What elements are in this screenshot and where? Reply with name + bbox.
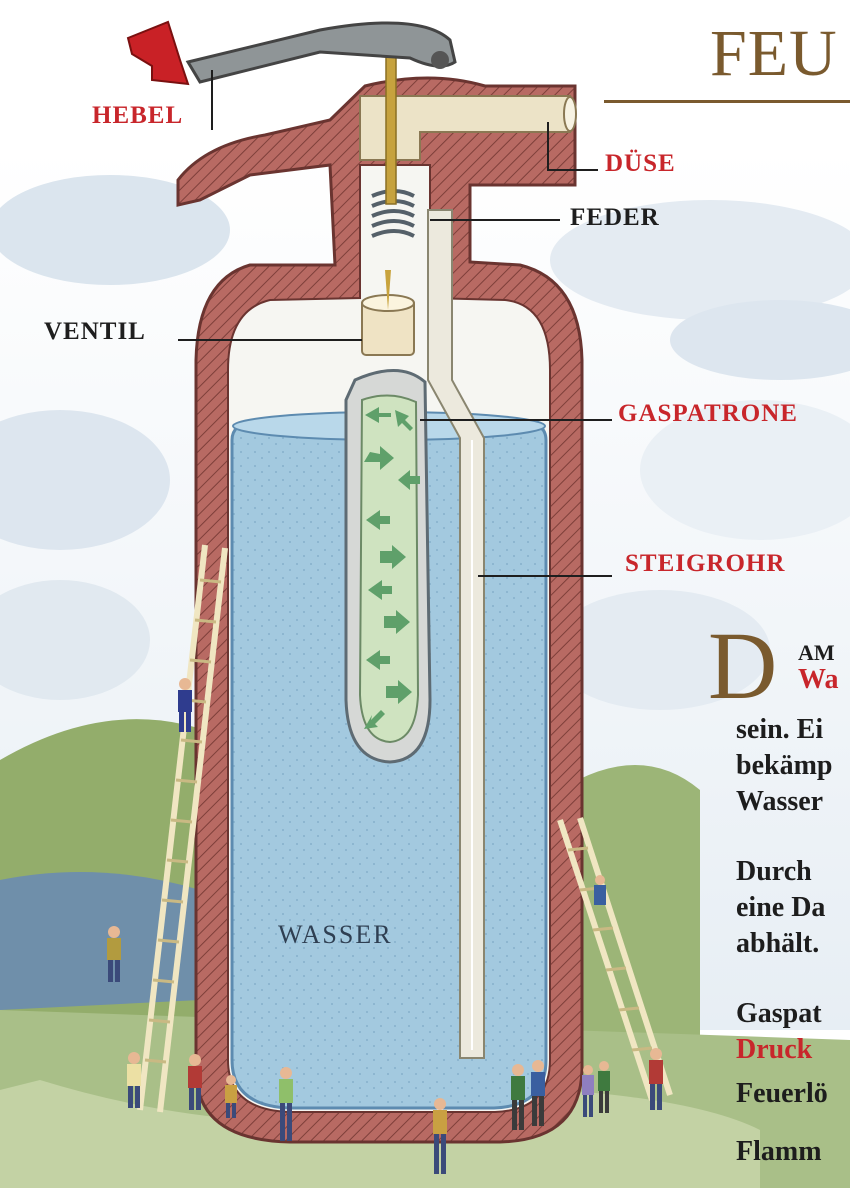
label-ventil: VENTIL [44,318,146,346]
text-line: abhält. [736,928,819,960]
text-line: Wasser [736,786,823,818]
label-hebel: HEBEL [92,102,183,130]
lever [188,23,455,82]
red-arrow-icon [128,22,188,84]
page-title: FEU [710,16,838,92]
text-line: Feuerlö [736,1078,828,1110]
label-gaspatrone: GASPATRONE [618,400,798,428]
drop-cap: D [708,618,777,714]
text-line: Durch [736,856,812,888]
text-line: bekämp [736,750,832,782]
label-feder: FEDER [570,204,660,232]
text-line: Gaspat [736,998,822,1030]
label-steigrohr: STEIGROHR [625,550,785,578]
rod [386,54,396,204]
text-line: Flamm [736,1136,822,1168]
text-line: eine Da [736,892,825,924]
text-line: sein. Ei [736,714,823,746]
label-duese: DÜSE [605,150,676,178]
gas-cartridge [346,370,430,762]
title-rule [604,100,850,103]
label-wasser: WASSER [278,920,393,950]
text-line: Wa [798,664,838,696]
text-line: AM [798,640,835,666]
text-line: Druck [736,1034,812,1066]
